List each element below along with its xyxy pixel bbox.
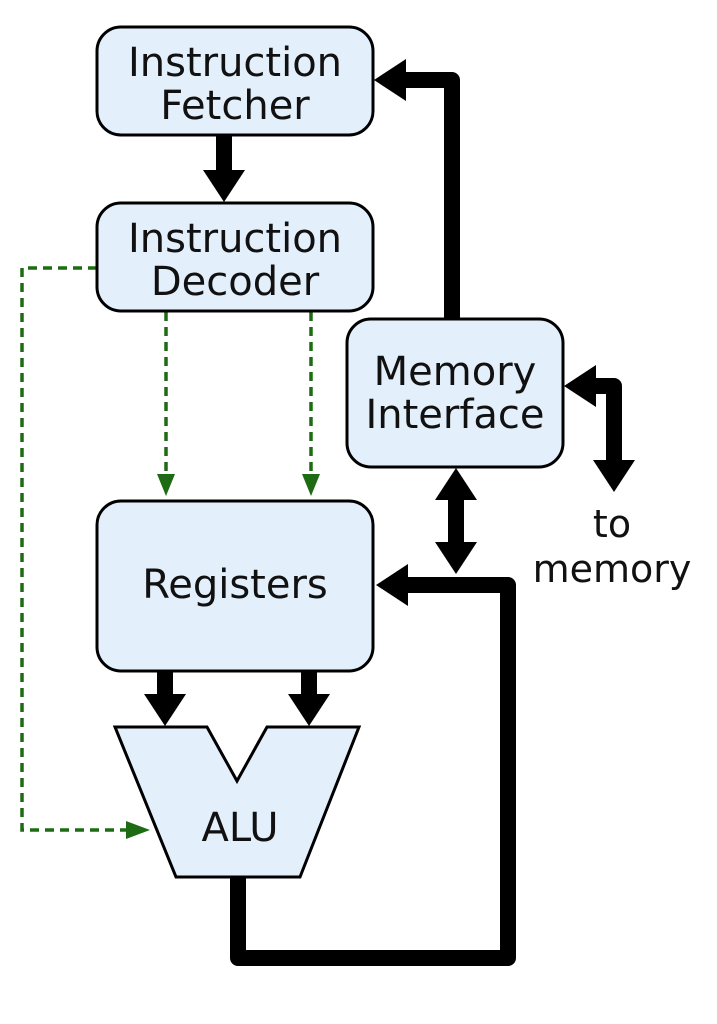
alu-block: ALU [112,725,362,879]
instruction-fetcher-block: Instruction Fetcher [95,25,375,137]
memory-to-fetcher-bus [404,72,460,318]
decoder-to-alu-control-arrowhead [126,821,150,839]
memory-interface-box [345,317,565,469]
registers-to-alu-right-arrowhead [288,694,330,726]
instruction-decoder-label-line1: Instruction [128,216,342,262]
registers-to-alu-left-arrowhead [144,694,186,726]
fetcher-to-decoder-arrowhead [203,170,245,202]
decoder-to-registers-control-right-arrowhead [302,474,320,496]
memory-interface-left-arrowhead [564,365,596,407]
memory-external-bus [594,378,622,462]
memory-interface-block: Memory Interface [345,317,565,469]
instruction-decoder-label-line2: Decoder [151,259,320,305]
alu-result-bus [230,577,516,966]
memory-bus-up-arrowhead [435,468,477,500]
registers-label: Registers [142,562,328,608]
instruction-fetcher-label-line1: Instruction [128,40,342,86]
alu-to-registers-arrowhead [376,564,408,606]
instruction-fetcher-box [95,25,375,137]
alu-shape [112,725,362,879]
to-memory-label-line2: memory [533,547,692,591]
memory-interface-label-line2: Interface [365,392,544,438]
registers-block: Registers [95,499,375,673]
memory-bus-down-arrowhead [435,542,477,574]
decoder-to-registers-control-left-arrowhead [157,474,175,496]
instruction-fetcher-label-line2: Fetcher [160,83,310,129]
registers-box [95,499,375,673]
to-memory-arrowhead [593,460,635,492]
instruction-decoder-box [95,201,375,313]
instruction-decoder-block: Instruction Decoder [95,201,375,313]
to-memory-label-line1: to [593,502,631,546]
memory-to-fetcher-arrowhead [374,59,406,101]
alu-label: ALU [202,805,279,851]
memory-interface-label-line1: Memory [374,349,537,395]
to-memory-annotation: to memory [533,502,692,591]
decoder-to-alu-control [20,266,128,832]
